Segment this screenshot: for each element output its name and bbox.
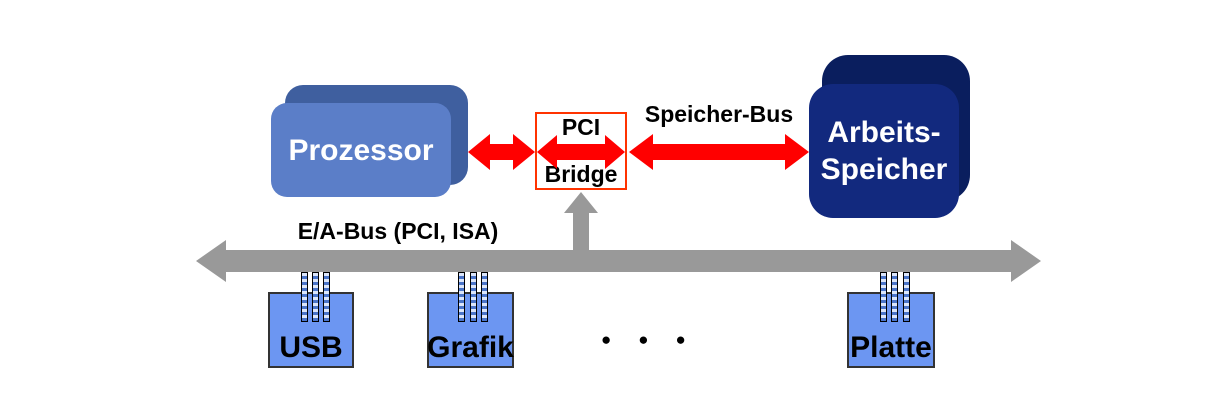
device-box-usb: USB <box>268 292 354 368</box>
pci-bridge-label-line1: PCI <box>561 114 601 140</box>
usb-label: USB <box>279 331 343 364</box>
bridge-to-bus-arrow <box>564 192 598 262</box>
device-box-grafik: Grafik <box>427 292 514 368</box>
prozessor-label: Prozessor <box>288 133 434 167</box>
speicher-bus-arrow <box>629 134 809 170</box>
arbeitsspeicher-box: Arbeits- Speicher <box>809 84 959 218</box>
prozessor-box: Prozessor <box>271 103 451 197</box>
arbeitsspeicher-label-line1: Arbeits- <box>827 116 941 149</box>
grafik-connector-pin <box>470 272 477 322</box>
cpu-bridge-arrow <box>468 134 535 170</box>
usb-connector-pin <box>312 272 319 322</box>
usb-connector-pin <box>323 272 330 322</box>
platte-connector-pin <box>891 272 898 322</box>
grafik-connector-pin <box>481 272 488 322</box>
usb-connector-pin <box>301 272 308 322</box>
arbeitsspeicher-label-line2: Speicher <box>820 153 948 186</box>
speicher-bus-label: Speicher-Bus <box>644 101 794 127</box>
grafik-connector-pin <box>458 272 465 322</box>
ea-bus-label: E/A-Bus (PCI, ISA) <box>297 218 499 244</box>
platte-connector-pin <box>880 272 887 322</box>
platte-connector-pin <box>903 272 910 322</box>
grafik-label: Grafik <box>427 331 514 364</box>
pci-bridge-box: PCI Bridge <box>535 112 627 190</box>
more-devices-ellipsis: ●●● <box>601 330 713 349</box>
pci-bridge-label-line2: Bridge <box>544 161 618 187</box>
platte-label: Platte <box>850 331 932 364</box>
